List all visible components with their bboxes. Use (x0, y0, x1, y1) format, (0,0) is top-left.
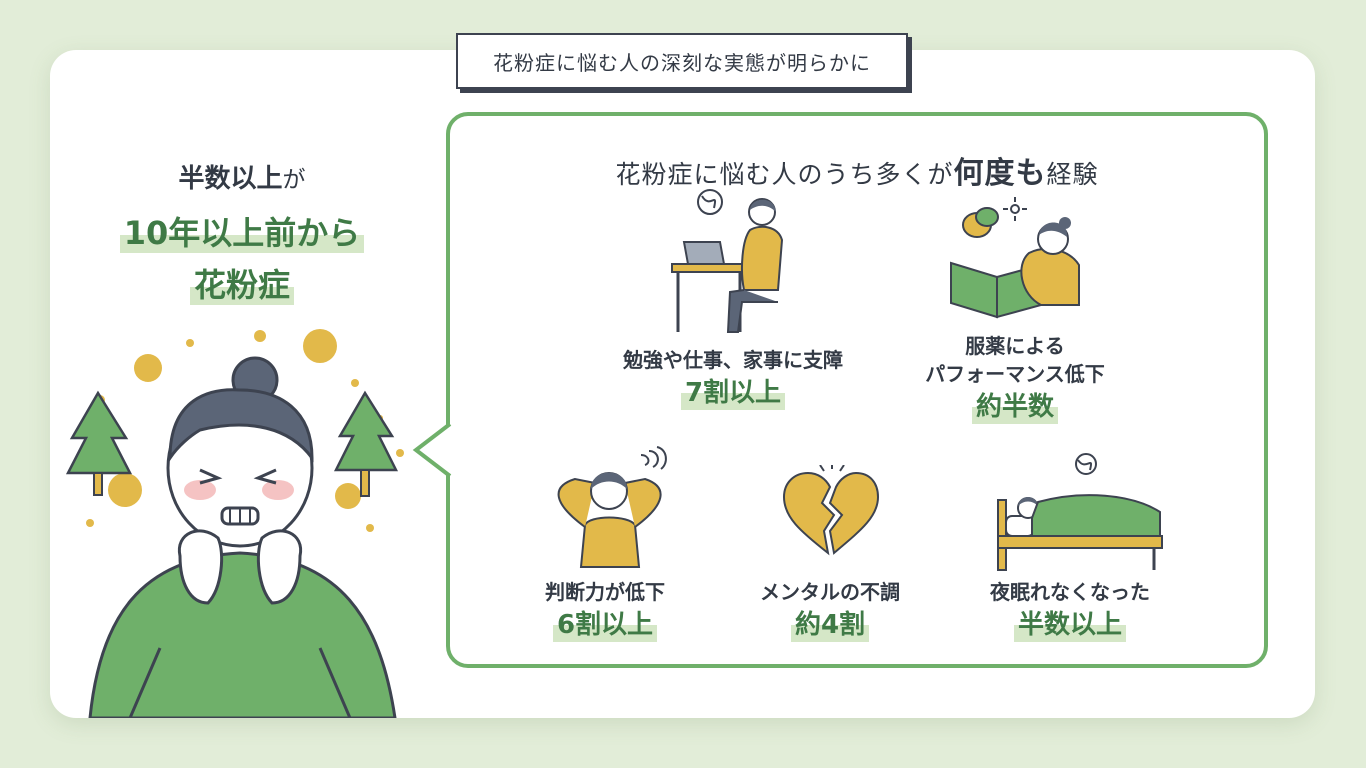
stat-value: 7割以上 (680, 376, 786, 410)
stat-item-sleep: 夜眠れなくなった 半数以上 (945, 578, 1195, 642)
stat-label: メンタルの不調 (760, 580, 900, 604)
header-title: 花粉症に悩む人の深刻な実態が明らかに (493, 50, 871, 75)
stat-value: 約半数 (971, 390, 1058, 424)
stat-label: 夜眠れなくなった (990, 580, 1150, 604)
headline-strong-text: 半数以上 (178, 164, 283, 194)
headline-line-3: 花粉症 (189, 265, 294, 305)
cedar-tree-icon (65, 390, 133, 496)
panel-title: 花粉症に悩む人のうち多くが何度も経験 (450, 148, 1264, 192)
person-holding-head-icon (557, 446, 667, 568)
stat-label-line-2: パフォーマンス低下 (925, 362, 1105, 386)
panel-title-prefix: 花粉症に悩む人のうち多くが (615, 160, 954, 189)
stat-item-medication: 服薬による パフォーマンス低下 約半数 (865, 332, 1165, 424)
person-in-bed-icon (997, 453, 1163, 571)
headline-suffix: が (282, 167, 306, 193)
person-at-laptop-icon (671, 189, 784, 333)
headline-line-2: 10年以上前から (119, 213, 365, 253)
header-title-box: 花粉症に悩む人の深刻な実態が明らかに (456, 33, 908, 89)
woman-with-hay-fever-illustration (65, 329, 404, 718)
stat-item-work-impact: 勉強や仕事、家事に支障 7割以上 (583, 346, 883, 410)
broken-heart-icon (782, 465, 880, 556)
stat-label-line-1: 服薬による (965, 334, 1065, 358)
headline-line-1: 半数以上が (50, 158, 434, 195)
panel-title-suffix: 経験 (1046, 160, 1099, 189)
left-headline: 半数以上が 10年以上前から 花粉症 (50, 150, 434, 305)
stat-item-judgment: 判断力が低下 6割以上 (490, 578, 720, 642)
stat-label: 判断力が低下 (545, 580, 665, 604)
panel-title-emphasis: 何度も (953, 156, 1047, 191)
stat-value: 約4割 (790, 608, 870, 642)
stat-item-mental: メンタルの不調 約4割 (715, 578, 945, 642)
stat-value: 6割以上 (552, 608, 658, 642)
experience-panel: 花粉症に悩む人のうち多くが何度も経験 (446, 112, 1268, 668)
speech-tail (412, 422, 452, 478)
stat-value: 半数以上 (1013, 608, 1126, 642)
stat-label: 勉強や仕事、家事に支障 (623, 348, 843, 372)
person-reading-with-pill-icon (950, 197, 1080, 319)
cedar-tree-icon (333, 390, 399, 497)
